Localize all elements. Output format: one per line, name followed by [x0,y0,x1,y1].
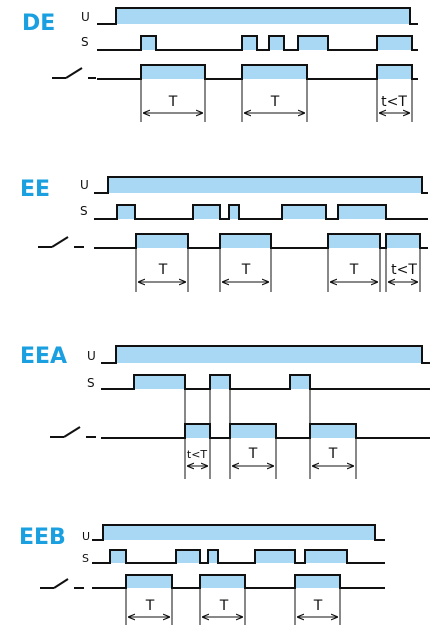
output-pulse [136,234,188,248]
output-pulse [230,424,276,438]
section-title: EE [20,177,50,202]
output-pulse [200,575,245,588]
supply-label: U [87,349,96,363]
duration-label: T [145,598,155,614]
supply-waveform [92,524,385,541]
start-pulse [338,205,386,219]
output-waveform [94,233,428,249]
start-pulse [210,375,230,389]
start-label: S [81,35,89,49]
start-pulse [193,205,220,219]
start-pulse [298,36,328,50]
supply-pulse [116,346,422,363]
start-pulse [269,36,284,50]
start-pulse [208,550,218,563]
output-waveform [101,423,430,439]
duration-label: T [349,262,359,278]
output-pulse [386,234,420,248]
duration-label: T [168,94,178,110]
supply-waveform [94,176,428,194]
start-waveform [92,549,385,564]
output-pulse [377,65,412,79]
supply-waveform [97,7,418,25]
output-pulse [220,234,271,248]
start-pulse [377,36,412,50]
section-eea: EEA U S t<T T T [20,344,430,479]
supply-label: U [82,530,90,543]
start-waveform [94,204,428,220]
start-pulse [282,205,326,219]
output-waveform [92,574,385,589]
supply-waveform [101,345,430,364]
section-title: EEB [19,525,66,550]
duration-label: T [328,446,338,462]
contact-switch-icon [50,426,96,438]
output-waveform [97,64,418,80]
output-pulse [126,575,172,588]
start-pulse [141,36,156,50]
section-ee: EE U S [20,176,428,292]
start-pulse [255,550,295,563]
supply-pulse [116,8,410,24]
start-label: S [87,376,95,390]
duration-label: t<T [187,448,208,461]
start-pulse [290,375,310,389]
duration-label: t<T [381,94,407,110]
duration-label: T [313,598,323,614]
start-pulse [176,550,200,563]
output-pulse [242,65,307,79]
output-pulse [328,234,380,248]
duration-label: T [158,262,168,278]
start-pulse [305,550,347,563]
section-title: EEA [20,344,67,369]
duration-label: t<T [391,262,417,278]
duration-label: T [219,598,229,614]
output-pulse [185,424,210,438]
supply-label: U [80,178,89,192]
output-pulse [295,575,340,588]
section-title: DE [22,11,55,36]
section-de: DE U S T T t [22,7,418,122]
start-pulse [242,36,257,50]
duration-label: T [248,446,258,462]
supply-pulse [108,177,422,193]
start-pulse [110,550,126,563]
supply-label: U [81,10,90,24]
start-waveform [101,374,430,390]
start-pulse [117,205,135,219]
contact-switch-icon [40,578,84,589]
start-waveform [97,35,418,51]
start-pulse [134,375,185,389]
section-eeb: EEB U S T T [19,524,385,625]
contact-switch-icon [38,236,84,248]
output-pulse [310,424,356,438]
start-pulse [229,205,239,219]
duration-label: T [270,94,280,110]
duration-label: T [241,262,251,278]
output-pulse [141,65,205,79]
start-label: S [80,204,88,218]
supply-pulse [103,525,375,540]
contact-switch-icon [52,67,96,79]
start-label: S [82,552,89,565]
